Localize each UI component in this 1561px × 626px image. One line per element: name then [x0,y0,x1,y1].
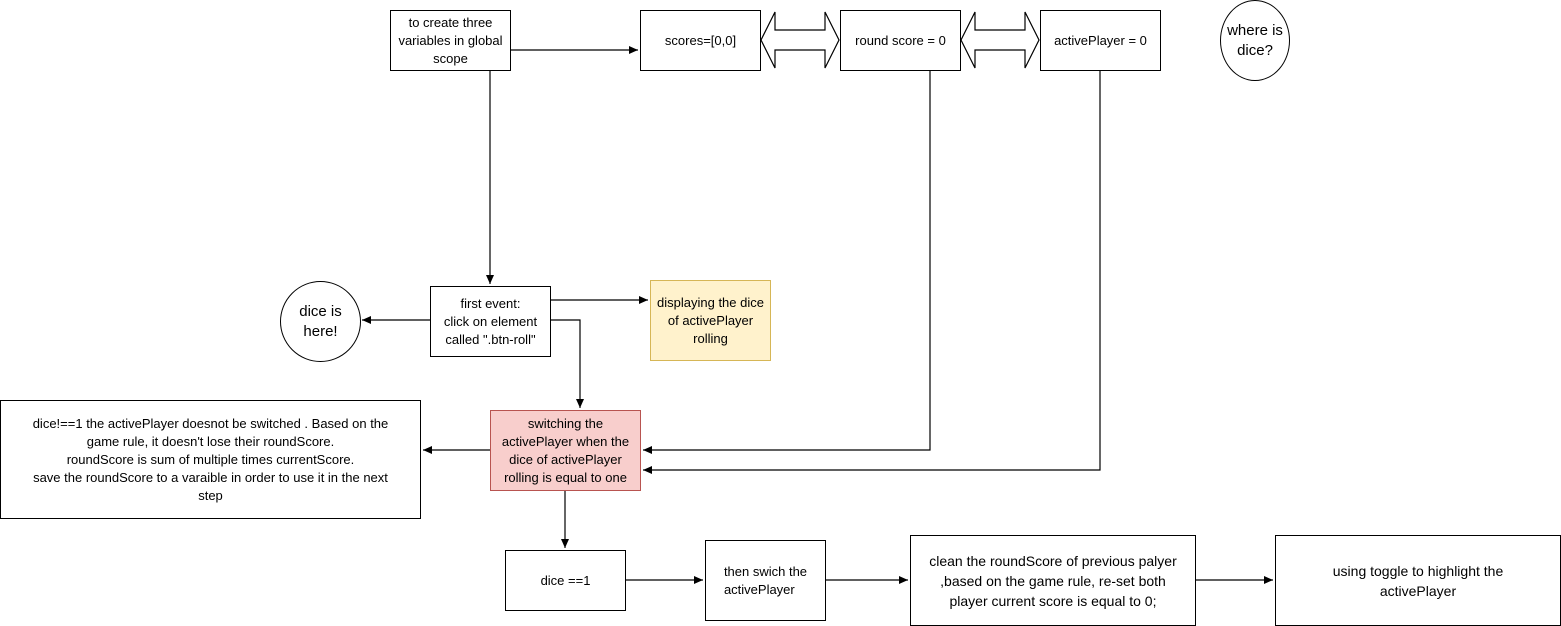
scores-box: scores=[0,0] [640,10,761,71]
active-player-box: activePlayer = 0 [1040,10,1161,71]
first-event-text: first event: click on element called ".b… [443,295,538,347]
clean-round-score-text: clean the roundScore of previous palyer … [929,552,1177,609]
dice-not-one-box: dice!==1 the activePlayer doesnot be swi… [0,400,421,519]
dice-equals-one-box: dice ==1 [505,550,626,611]
dice-is-here-circle: dice is here! [280,281,361,362]
clean-round-score-box: clean the roundScore of previous palyer … [910,535,1196,626]
double-arrow-round-active [960,11,1040,69]
toggle-highlight-box: using toggle to highlight the activePlay… [1275,535,1561,626]
scores-text: scores=[0,0] [664,32,737,48]
where-is-dice-circle: where is dice? [1220,0,1290,81]
displaying-dice-text: displaying the dice of activePlayer roll… [657,294,764,346]
double-arrow-scores-round [760,11,840,69]
toggle-highlight-text: using toggle to highlight the activePlay… [1332,562,1504,599]
first-event-box: first event: click on element called ".b… [430,286,551,357]
create-variables-box: to create three variables in global scop… [390,10,511,71]
round-score-text: round score = 0 [855,32,946,48]
where-is-dice-text: where is dice? [1227,21,1283,59]
switching-player-box: switching the activePlayer when the dice… [490,410,641,491]
arrow-first-event-to-switching [550,319,584,408]
create-variables-text: to create three variables in global scop… [398,14,503,66]
displaying-dice-box: displaying the dice of activePlayer roll… [650,280,771,361]
dice-equals-one-text: dice ==1 [540,572,591,588]
round-score-box: round score = 0 [840,10,961,71]
arrow-round-score-to-switching [643,70,931,454]
switching-player-text: switching the activePlayer when the dice… [501,415,630,485]
active-player-text: activePlayer = 0 [1054,32,1147,48]
then-switch-text: then swich the activePlayer [723,563,808,597]
dice-is-here-text: dice is here! [299,302,342,340]
dice-not-one-text: dice!==1 the activePlayer doesnot be swi… [32,415,389,503]
then-switch-box: then swich the activePlayer [705,540,826,621]
arrow-active-player-to-switching [643,70,1101,474]
